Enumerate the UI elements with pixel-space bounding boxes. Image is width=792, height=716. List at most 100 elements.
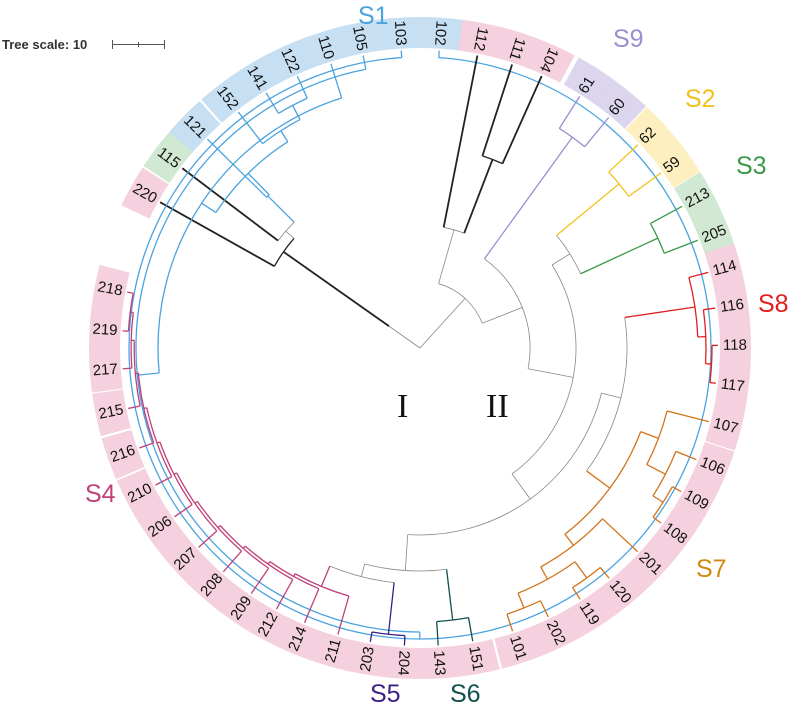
- leaf-label: 59: [660, 153, 683, 177]
- leaf-branch-205: [664, 239, 699, 254]
- leaf-branch-107: [666, 410, 709, 423]
- branch-arc: [688, 277, 699, 337]
- branch: [580, 237, 659, 275]
- clade-label-S6: S6: [450, 680, 481, 708]
- ring-segment-60: [594, 78, 646, 129]
- branch-arc: [517, 561, 576, 594]
- ring-segment-201: [625, 538, 676, 590]
- leaf-branch-119: [572, 587, 581, 600]
- leaf-label: 116: [719, 296, 745, 316]
- branch-arc: [586, 317, 628, 472]
- leaf-label: 107: [712, 415, 740, 438]
- branch: [387, 582, 395, 635]
- branch-arc: [482, 155, 503, 165]
- leaf-label: 143: [430, 650, 448, 676]
- leaf-label: 111: [506, 36, 529, 63]
- branch-arc: [438, 283, 483, 324]
- branch-arc: [294, 573, 350, 597]
- branch: [282, 251, 390, 327]
- tree-scale-bar: [112, 40, 165, 49]
- leaf-branch-210: [155, 476, 173, 486]
- leaf-branch-116: [703, 307, 716, 311]
- leaf-branch-211: [337, 595, 350, 635]
- leaf-branch-120: [599, 567, 610, 579]
- branch: [556, 183, 620, 236]
- leaf-label: 105: [349, 24, 370, 52]
- leaf-branch-215: [128, 405, 141, 410]
- branch: [482, 307, 523, 324]
- tree-scale-label: Tree scale: 10: [2, 37, 88, 52]
- branch: [601, 392, 621, 399]
- group-label-I: I: [397, 388, 409, 425]
- leaf-branch-208: [222, 550, 243, 573]
- branch-arc: [244, 545, 294, 581]
- branch: [652, 495, 664, 503]
- branch-arc: [484, 258, 531, 369]
- clade-label-S2: S2: [685, 85, 716, 113]
- leaf-branch-106: [675, 450, 697, 461]
- ring-segment-117: [714, 363, 751, 409]
- branch-arc: [269, 561, 320, 590]
- leaf-branch-114: [688, 271, 709, 279]
- branch: [292, 105, 301, 120]
- leaf-label: 204: [394, 650, 412, 676]
- leaf-branch-111: [481, 64, 513, 157]
- leaf-branch-207: [198, 530, 218, 548]
- branch-arc: [133, 340, 141, 407]
- branch-arc: [407, 393, 602, 536]
- clade-label-S1: S1: [358, 2, 389, 30]
- ring-segment-218: [91, 264, 130, 312]
- branch-arc: [652, 486, 673, 518]
- ring-segment-101: [494, 626, 544, 669]
- branch-arc: [128, 56, 712, 640]
- clade-label-S5: S5: [370, 680, 401, 708]
- leaf-branch-202: [539, 600, 549, 618]
- leaf-label: 151: [465, 645, 486, 673]
- leaf-branch-216: [139, 442, 154, 449]
- clade-label-S7: S7: [696, 555, 727, 583]
- branch: [267, 195, 295, 223]
- branch-arc: [135, 68, 420, 633]
- leaf-branch-61: [558, 96, 581, 129]
- leaf-branch-213: [650, 205, 683, 224]
- leaf-label: 60: [605, 95, 629, 119]
- ring-segment-216: [101, 429, 145, 480]
- branch-arc: [556, 235, 582, 274]
- leaf-branch-152: [237, 111, 264, 144]
- branch: [280, 130, 289, 143]
- branch-arc: [146, 407, 173, 477]
- leaf-branch-217: [122, 367, 132, 370]
- leaf-label: 217: [92, 361, 118, 380]
- leaf-branch-110: [330, 63, 343, 99]
- leaf-branch-112: [442, 55, 479, 228]
- leaf-branch-218: [127, 291, 134, 294]
- leaf-branch-220: [159, 201, 275, 268]
- clade-label-S4: S4: [85, 480, 116, 508]
- ring-segment-219: [89, 307, 123, 351]
- branch-arc: [196, 501, 242, 552]
- branch: [640, 431, 659, 439]
- branch-arc: [511, 264, 577, 475]
- clade-label-S3: S3: [736, 152, 767, 180]
- leaf-branch-203: [369, 631, 373, 642]
- branch-arc: [646, 410, 668, 465]
- branch: [247, 172, 270, 196]
- leaf-branch-143: [436, 621, 439, 646]
- leaf-label: 203: [357, 645, 378, 673]
- leaf-branch-59: [628, 172, 662, 197]
- branch-arc: [278, 97, 308, 114]
- leaf-label: 103: [391, 20, 410, 46]
- leaf-label: 117: [720, 375, 746, 395]
- leaf-branch-109: [672, 486, 682, 493]
- leaf-branch-121: [206, 138, 268, 198]
- leaf-branch-122: [296, 76, 308, 99]
- branch-arc: [137, 373, 155, 444]
- branch-arc: [649, 223, 665, 254]
- branch: [137, 372, 160, 376]
- ring-segment-107: [705, 402, 746, 451]
- leaf-branch-101: [506, 613, 514, 632]
- branch: [586, 470, 611, 489]
- branch-arc: [215, 141, 289, 213]
- ring-segment-59: [650, 136, 700, 189]
